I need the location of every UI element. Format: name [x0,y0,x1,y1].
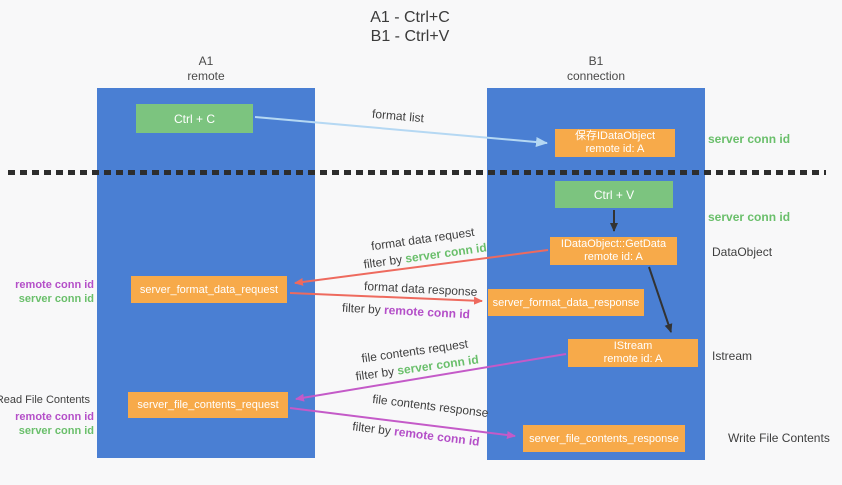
istream-line2: remote id: A [603,353,663,365]
column-a1-subtitle: remote [187,69,225,83]
format-response-label: server_format_data_response [492,296,640,309]
save-dataobject-line2: remote id: A [585,143,645,155]
server-format-data-request-box: server_format_data_request [131,276,287,303]
remote-conn-id-annotation: remote conn id [15,279,94,291]
file-request-label: server_file_contents_request [137,399,279,411]
server-file-contents-response-box: server_file_contents_response [523,425,685,452]
getdata-line2: remote id: A [584,251,643,263]
server-format-data-response-box: server_format_data_response [488,289,644,316]
file-contents-response-label: file contents response [371,391,490,421]
dataobject-annotation: DataObject [712,245,773,259]
column-b1-subtitle: connection [566,69,626,83]
ctrl-v-label: Ctrl + V [593,187,635,202]
diagram-title: A1 - Ctrl+C B1 - Ctrl+V [310,8,510,46]
write-file-contents-annotation: Write File Contents [728,431,830,445]
column-header-a1: A1 remote [97,54,315,84]
read-file-contents-annotation: Read File Contents [0,394,90,406]
getdata-line1: IDataObject::GetData [560,238,667,250]
format-list-label: format list [371,106,425,126]
save-dataobject-line1: 保存IDataObject [574,130,656,142]
istream-annotation: Istream [712,349,753,363]
file-response-label: server_file_contents_response [529,432,679,445]
format-request-conn-ids: remote conn id server conn id [15,278,94,306]
remote-conn-id-text: remote conn id [383,302,471,322]
format-request-label: server_format_data_request [139,283,279,296]
server-conn-id-annotation-top: server conn id [708,132,791,146]
remote-conn-id-annotation: remote conn id [15,411,94,423]
idataobject-getdata-box: IDataObject::GetData remote id: A [550,237,677,265]
ctrl-v-event-box: Ctrl + V [555,181,673,208]
format-response-filter-label: filter by remote conn id [342,301,471,322]
filter-by-text: filter by [341,300,382,317]
title-line-1: A1 - Ctrl+C [370,9,450,26]
save-dataobject-box: 保存IDataObject remote id: A [555,129,675,157]
column-b1-name: B1 [588,54,604,68]
filter-by-text: filter by [362,252,403,272]
file-contents-request-label-group: file contents request filter by server c… [348,334,483,386]
filter-by-text: filter by [351,419,392,438]
istream-line1: IStream [613,340,653,352]
column-header-b1: B1 connection [487,54,705,84]
file-request-conn-ids: remote conn id server conn id [15,410,94,438]
filter-by-text: filter by [354,364,395,384]
server-conn-id-annotation-mid: server conn id [708,210,791,224]
file-response-filter-label: filter by remote conn id [352,419,481,449]
remote-conn-id-text: remote conn id [393,424,481,449]
ctrl-c-label: Ctrl + C [173,111,215,126]
format-data-request-label-group: format data request filter by server con… [356,222,491,274]
format-data-response-label: format data response [363,279,478,299]
title-line-2: B1 - Ctrl+V [370,28,450,45]
server-conn-id-annotation: server conn id [18,425,94,437]
istream-box: IStream remote id: A [568,339,698,367]
ctrl-c-event-box: Ctrl + C [136,104,253,133]
machine-separator-dotted-line [8,170,826,175]
server-file-contents-request-box: server_file_contents_request [128,392,288,418]
server-conn-id-annotation: server conn id [18,293,94,305]
column-a1-name: A1 [198,54,214,68]
